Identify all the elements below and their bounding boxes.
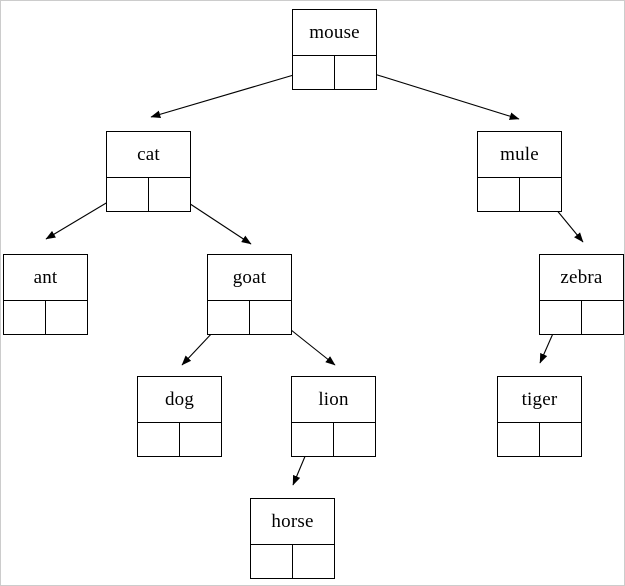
tree-edge-mouse-to-mule — [354, 67, 520, 120]
tree-node-tiger[interactable]: tiger — [497, 376, 582, 457]
tree-node-pointers — [251, 545, 334, 578]
tree-node-pointers — [293, 56, 376, 89]
tree-node-cat[interactable]: cat — [106, 131, 191, 212]
tree-node-dog[interactable]: dog — [137, 376, 222, 457]
tree-node-label: cat — [107, 132, 190, 178]
tree-node-right-pointer — [582, 301, 623, 334]
tree-node-right-pointer — [250, 301, 291, 334]
tree-node-left-pointer — [293, 56, 335, 89]
tree-edge-mouse-to-cat — [150, 68, 315, 119]
tree-node-left-pointer — [251, 545, 293, 578]
tree-node-right-pointer — [149, 178, 190, 211]
tree-node-right-pointer — [46, 301, 87, 334]
tree-node-right-pointer — [180, 423, 221, 456]
tree-node-pointers — [498, 423, 581, 456]
tree-node-label: ant — [4, 255, 87, 301]
tree-node-lion[interactable]: lion — [291, 376, 376, 457]
tree-node-goat[interactable]: goat — [207, 254, 292, 335]
tree-node-pointers — [138, 423, 221, 456]
tree-node-right-pointer — [334, 423, 375, 456]
tree-node-horse[interactable]: horse — [250, 498, 335, 579]
tree-node-right-pointer — [335, 56, 376, 89]
tree-node-left-pointer — [498, 423, 540, 456]
tree-node-right-pointer — [293, 545, 334, 578]
tree-node-right-pointer — [540, 423, 581, 456]
tree-node-zebra[interactable]: zebra — [539, 254, 624, 335]
tree-node-pointers — [478, 178, 561, 211]
tree-node-left-pointer — [107, 178, 149, 211]
tree-node-label: horse — [251, 499, 334, 545]
tree-node-pointers — [107, 178, 190, 211]
tree-node-pointers — [208, 301, 291, 334]
tree-node-label: zebra — [540, 255, 623, 301]
tree-node-pointers — [292, 423, 375, 456]
tree-node-ant[interactable]: ant — [3, 254, 88, 335]
tree-node-pointers — [540, 301, 623, 334]
tree-node-pointers — [4, 301, 87, 334]
tree-node-left-pointer — [138, 423, 180, 456]
tree-node-right-pointer — [520, 178, 561, 211]
tree-node-mouse[interactable]: mouse — [292, 9, 377, 90]
tree-node-left-pointer — [208, 301, 250, 334]
tree-node-label: mule — [478, 132, 561, 178]
tree-node-label: tiger — [498, 377, 581, 423]
tree-node-left-pointer — [4, 301, 46, 334]
tree-node-left-pointer — [540, 301, 582, 334]
tree-node-label: lion — [292, 377, 375, 423]
tree-node-label: goat — [208, 255, 291, 301]
tree-node-label: dog — [138, 377, 221, 423]
tree-node-label: mouse — [293, 10, 376, 56]
tree-node-left-pointer — [292, 423, 334, 456]
tree-node-left-pointer — [478, 178, 520, 211]
tree-node-mule[interactable]: mule — [477, 131, 562, 212]
